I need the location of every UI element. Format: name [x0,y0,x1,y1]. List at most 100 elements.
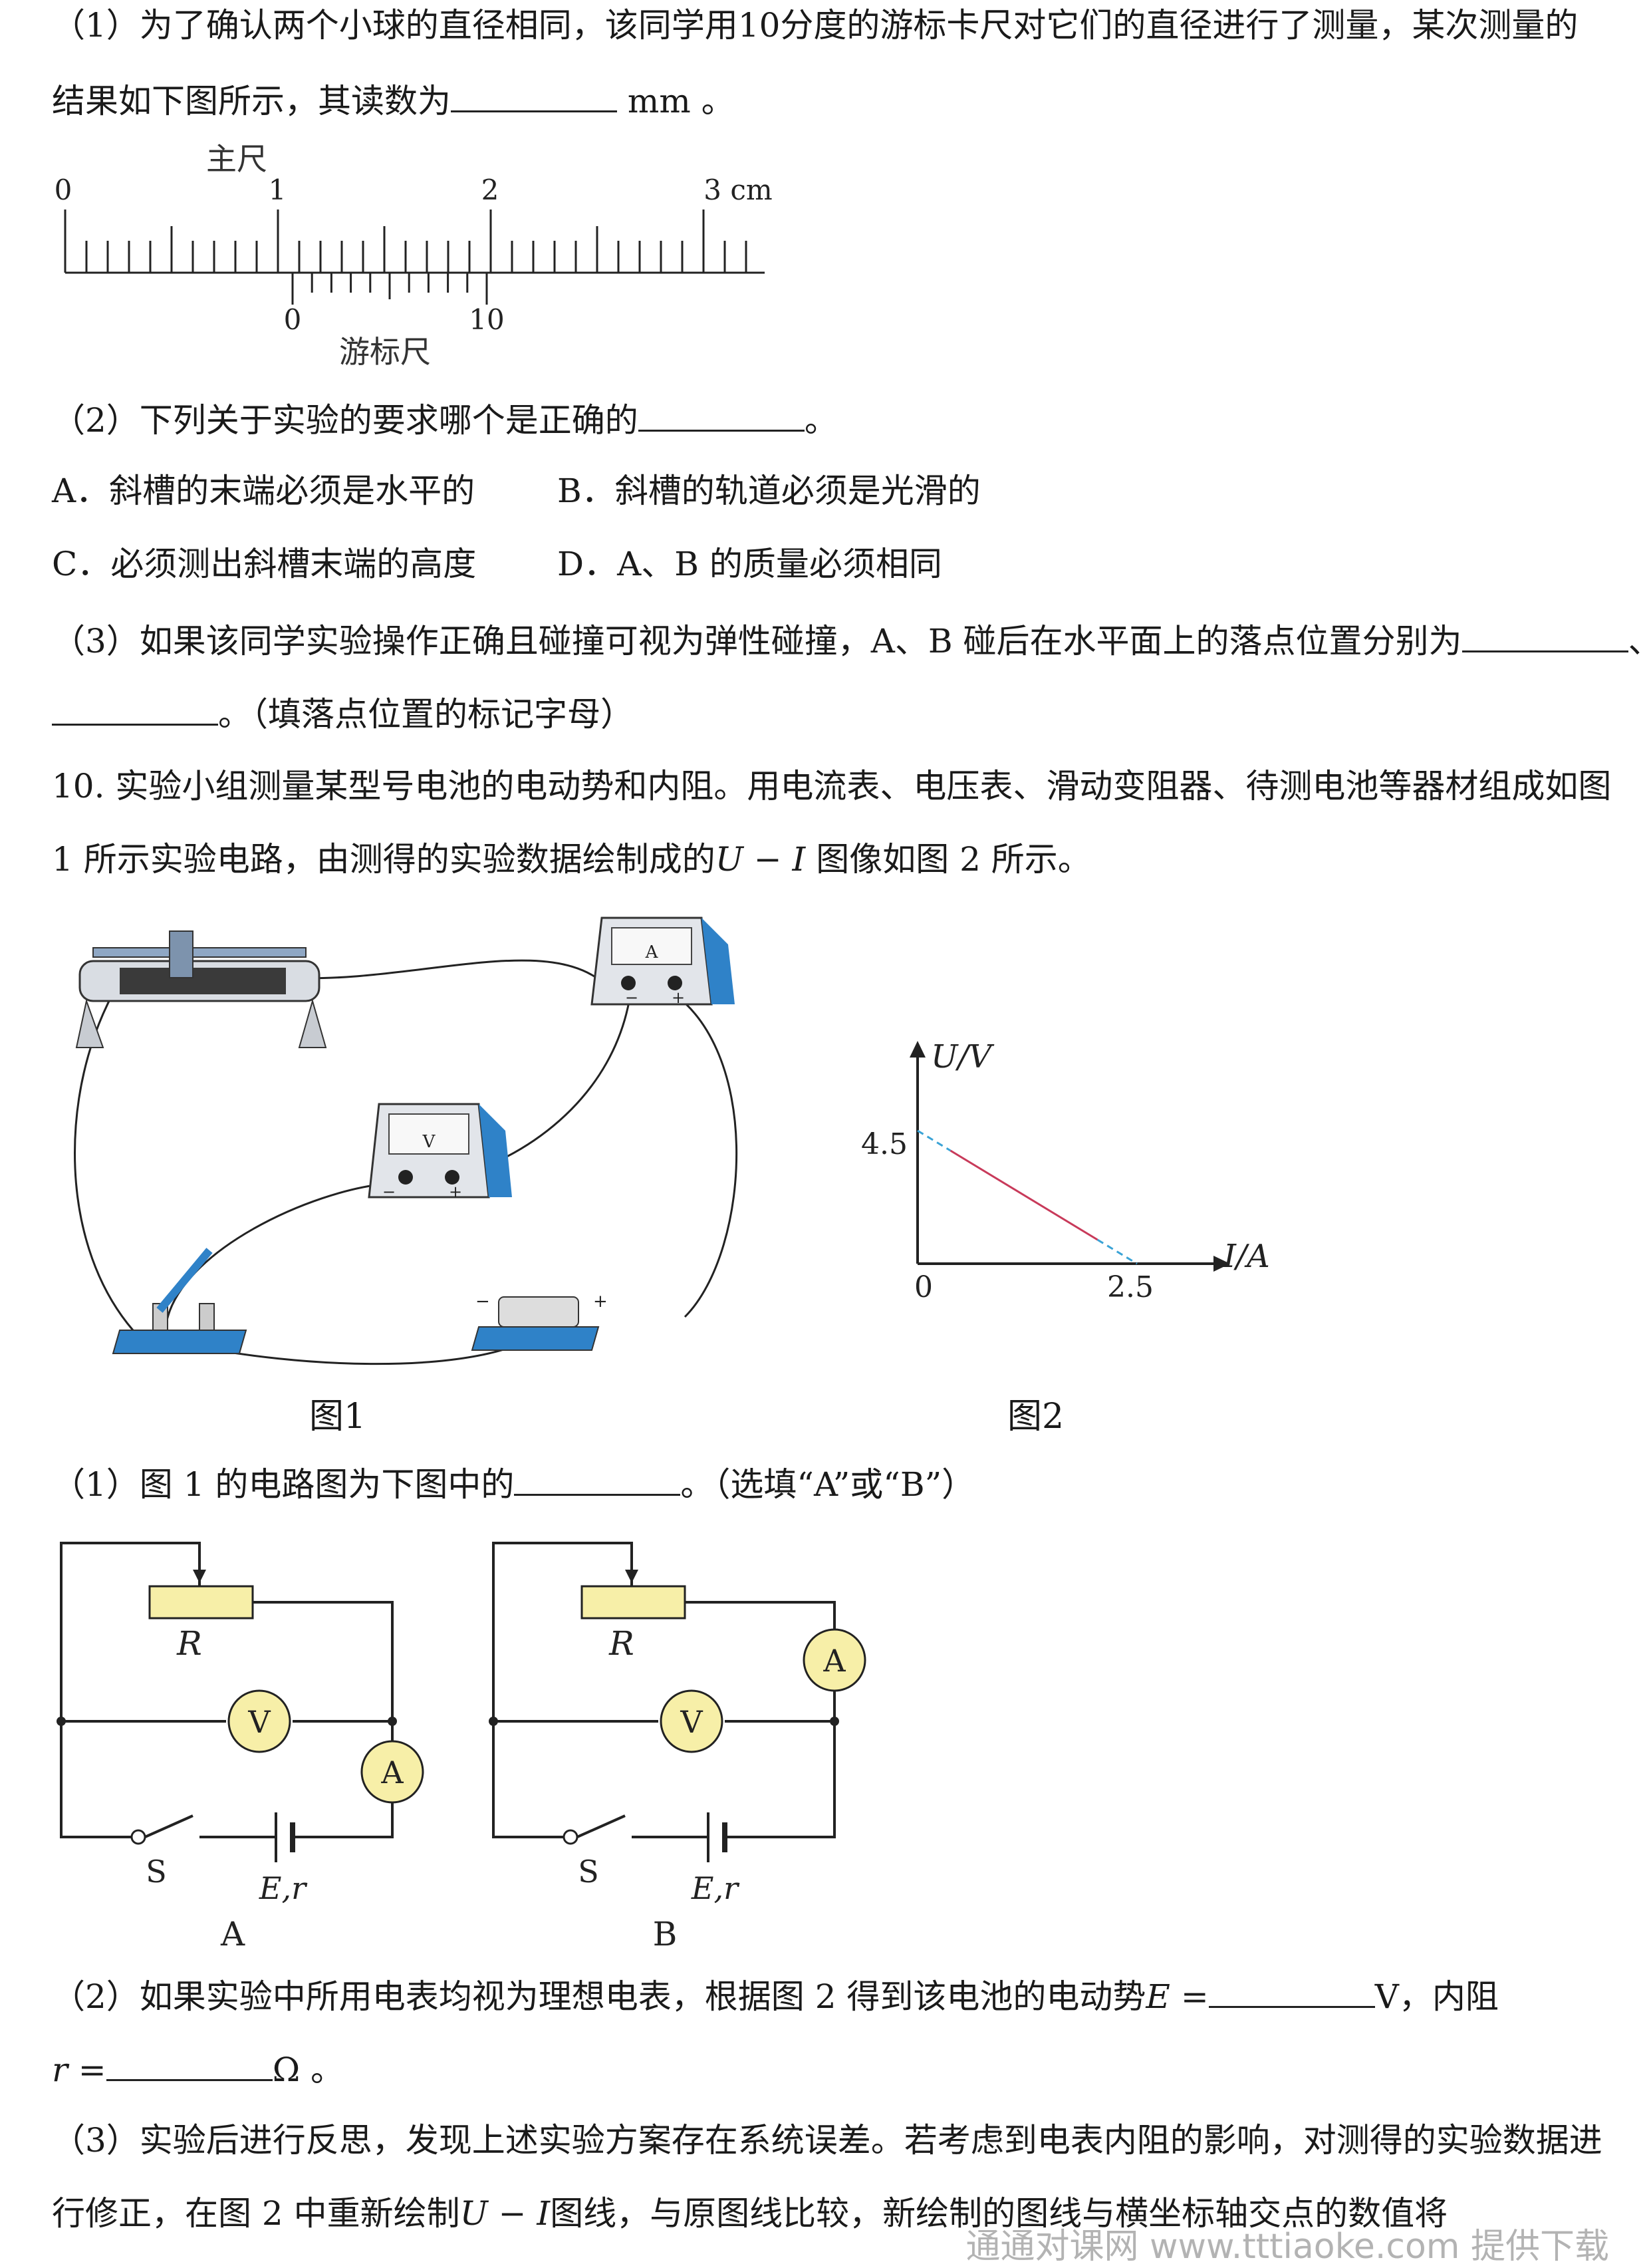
voltmeter-plus: + [449,1183,462,1201]
q10-part2-mid: V，内阻 [1374,1977,1499,2016]
option-a: A．斜槽的末端必须是水平的 [52,472,475,510]
vernier-tick-10: 10 [469,303,504,336]
q10-intro-end: 图像如图 2 所示。 [805,840,1091,879]
vernier-caliper-figure: 主尺 0 1 2 3 cm 0 10 游标尺 [55,141,773,370]
main-scale-ticks [64,210,747,273]
q9-part2-text: （2）下列关于实验的要求哪个是正确的 [52,401,638,440]
voltmeter: V − + [368,1103,512,1201]
ammeter-plus: + [672,988,685,1007]
graph-xlabel: I/A [1223,1238,1270,1275]
ammeter: A − + [590,917,735,1007]
apparatus-figure: A − + V − + − + [74,917,738,1365]
switch [112,1248,247,1354]
circuit-b-caption: B [653,1915,678,1953]
q9-part1-line2: 结果如下图所示，其读数为 mm 。 [52,78,735,121]
q10-part2-text: （2）如果实验中所用电表均视为理想电表，根据图 2 得到该电池的电动势 [52,1977,1146,2016]
graph-axes [910,1041,1230,1272]
ammeter-minus: − [625,988,638,1007]
q10-part3-line1: （3）实验后进行反思，发现上述实验方案存在系统误差。若考虑到电表内阻的影响，对测… [52,2121,1602,2160]
fig2-caption: 图2 [1007,1397,1065,1437]
voltmeter-minus: − [382,1183,396,1201]
battery: − + [471,1292,608,1351]
q9-part2-end: 。 [804,401,838,440]
u-i-symbol-2: U − I [459,2194,551,2233]
q10-part3-end: 图线，与原图线比较，新绘制的图线与横坐标轴交点的数值将 [550,2194,1448,2233]
q10-intro-line1: 10. 实验小组测量某型号电池的电动势和内阻。用电流表、电压表、滑动变阻器、待测… [52,767,1612,805]
circuit-b-V: V [680,1704,703,1740]
circuit-a-A: A [380,1755,404,1790]
q9-part3-text: （3）如果该同学实验操作正确且碰撞可视为弹性碰撞，A、B 碰后在水平面上的落点位… [52,622,1462,660]
q10-part3-text: 行修正，在图 2 中重新绘制 [52,2194,460,2233]
q9-part1-line1: （1）为了确认两个小球的直径相同，该同学用10分度的游标卡尺对它们的直径进行了测… [52,6,1579,45]
q10-part1: （1）图 1 的电路图为下图中的 。（选填“A”或“B”） [52,1462,975,1504]
graph-ylabel: U/V [931,1038,995,1075]
q9-part3-line2: 。（填落点位置的标记字母） [52,692,634,734]
graph-x-intercept-label: 2.5 [1107,1270,1154,1304]
watermark: 通通对课网 www.tttiaoke.com 提供下载 [965,2227,1609,2267]
battery-minus: − [475,1292,490,1312]
rheostat [75,930,327,1048]
option-b: B．斜槽的轨道必须是光滑的 [557,472,981,510]
option-c: C．必须测出斜槽末端的高度 [52,545,477,583]
answer-blank-reading[interactable] [451,78,617,112]
main-tick-1: 1 [269,174,287,206]
option-d: D．A、B 的质量必须相同 [557,545,942,583]
series-extrapolation-right [1096,1238,1138,1265]
separator: 、 [1628,622,1649,660]
graph-series [917,1129,1138,1265]
u-i-graph: U/V I/A 0 4.5 2.5 [861,1038,1270,1304]
main-tick-2: 2 [481,174,499,206]
q10-part2-line1: （2）如果实验中所用电表均视为理想电表，根据图 2 得到该电池的电动势E = V，… [52,1974,1499,2017]
q9-part3-line1: （3）如果该同学实验操作正确且碰撞可视为弹性碰撞，A、B 碰后在水平面上的落点位… [52,619,1649,661]
ammeter-label: A [645,942,659,962]
q10-intro-text: 1 所示实验电路，由测得的实验数据绘制成的 [52,840,715,879]
q10-part2-line2: r = Ω 。 [52,2047,344,2090]
wires [74,959,738,1365]
series-extrapolation-left [917,1129,951,1152]
circuit-a-S: S [146,1854,167,1890]
vernier-scale-label: 游标尺 [339,334,431,370]
u-i-symbol: U − I [715,840,806,879]
y-axis-arrow [910,1041,926,1058]
q10-intro-line2: 1 所示实验电路，由测得的实验数据绘制成的U − I 图像如图 2 所示。 [52,839,1091,879]
circuit-a-Er: E,r [259,1870,308,1906]
circuit-a-V: V [247,1704,271,1740]
x-axis-arrow [1213,1256,1230,1272]
answer-blank-part2[interactable] [638,398,805,432]
resistance-symbol: r = [52,2051,106,2089]
answer-blank-landing-b[interactable] [52,692,218,726]
circuit-b [489,1542,866,1862]
q9-part1-text: 结果如下图所示，其读数为 [52,82,451,120]
battery-plus: + [593,1292,608,1312]
answer-blank-landing-a[interactable] [1461,619,1628,652]
circuit-a [57,1542,424,1862]
circuit-b-R: R [608,1624,634,1663]
q10-part1-text: （1）图 1 的电路图为下图中的 [52,1465,515,1504]
graph-origin: 0 [914,1270,933,1304]
q9-part2: （2）下列关于实验的要求哪个是正确的 。 [52,398,838,440]
q10-part1-end: 。（选填“A”或“B”） [680,1465,975,1504]
series-measured-line [950,1149,1098,1241]
main-tick-0: 0 [55,174,72,206]
vernier-scale-ticks [291,273,488,305]
unit-ohm: Ω 。 [272,2051,344,2089]
answer-blank-resistance[interactable] [106,2047,273,2081]
fig1-caption: 图1 [309,1397,366,1437]
circuit-b-S: S [578,1854,599,1890]
graph-y-intercept-label: 4.5 [861,1127,908,1161]
circuit-b-A: A [823,1643,846,1679]
emf-symbol: E = [1146,1977,1209,2016]
vernier-tick-0: 0 [284,303,302,336]
circuit-a-caption: A [220,1915,245,1953]
circuit-a-R: R [176,1624,202,1663]
voltmeter-label: V [422,1132,436,1152]
circuit-diagrams: R V A S E,r A R A V S E,r B [57,1542,866,1953]
answer-blank-circuit[interactable] [514,1462,681,1496]
main-tick-3: 3 cm [703,174,772,206]
main-scale-label: 主尺 [206,141,267,177]
q10-part3-line2: 行修正，在图 2 中重新绘制U − I图线，与原图线比较，新绘制的图线与横坐标轴… [52,2194,1448,2233]
circuit-b-Er: E,r [691,1870,740,1906]
unit-mm: mm 。 [627,82,735,120]
answer-blank-emf[interactable] [1208,1974,1375,2008]
q9-part3-end: 。（填落点位置的标记字母） [218,695,634,734]
